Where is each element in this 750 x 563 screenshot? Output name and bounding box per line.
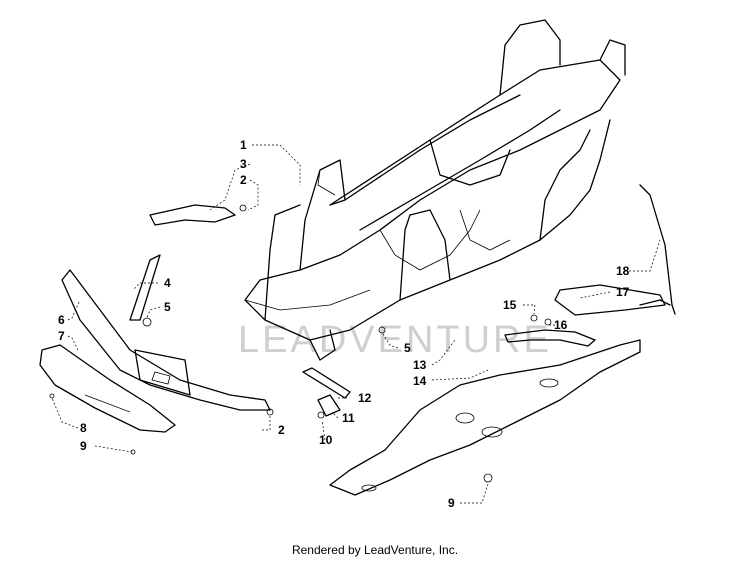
callout-8: 8 [80,421,87,435]
callout-16: 16 [554,318,568,332]
main-frame [244,19,626,361]
callout-2: 2 [240,173,247,187]
mounting-bracket [302,367,351,419]
callout-4: 4 [164,276,171,290]
callout-18: 18 [616,264,630,278]
main-skid-plate [329,339,641,496]
front-bracket [149,204,236,226]
callout-9-lower: 9 [448,496,455,510]
screw-9b [483,473,493,483]
watermark: LEADVENTURE [238,319,552,361]
callout-17: 17 [616,285,630,299]
callout-9: 9 [80,439,87,453]
callout-15: 15 [503,298,517,312]
leader-lines [51,144,661,504]
callout-3: 3 [240,157,247,171]
callout-5-lower: 5 [404,341,411,355]
footer-credit: Rendered by LeadVenture, Inc. [291,543,459,557]
bolt-2b [266,408,274,416]
nut-5b [378,326,386,334]
callout-10: 10 [319,433,333,447]
callouts: 1 3 2 4 5 6 7 8 9 2 5 13 14 12 11 10 15 … [58,138,630,510]
fasteners [49,204,552,483]
callout-14: 14 [413,374,427,388]
front-bumper [61,254,271,411]
support-rod [639,184,676,315]
callout-1: 1 [240,138,247,152]
callout-11: 11 [342,411,355,425]
rear-cross-bar [504,284,671,347]
callout-2-lower: 2 [278,423,285,437]
callout-12: 12 [358,391,372,405]
watermark-text: LEADVENTURE [238,319,552,361]
callout-6: 6 [58,313,65,327]
front-skid-plate [39,344,176,433]
nut-16 [544,318,552,326]
callout-13: 13 [413,358,427,372]
callout-5: 5 [164,300,171,314]
callout-7: 7 [58,329,65,343]
nut-15 [530,314,538,322]
nut-5a [142,317,152,327]
